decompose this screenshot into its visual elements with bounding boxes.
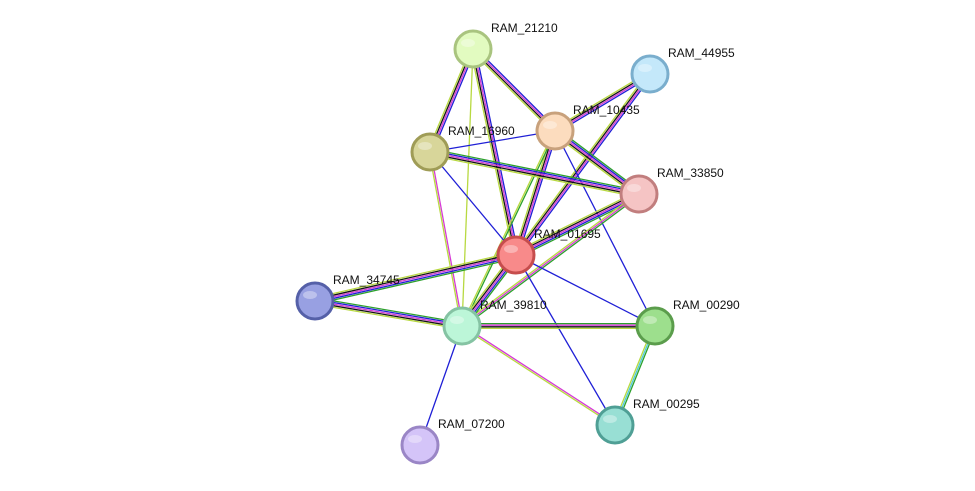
node-RAM_00290[interactable]: RAM_00290: [635, 298, 740, 346]
node-label-RAM_21210: RAM_21210: [491, 21, 558, 35]
node-label-RAM_34745: RAM_34745: [333, 273, 400, 287]
edge-RAM_01695-RAM_34745-textmining: [314, 251, 516, 299]
node-circle-RAM_21210[interactable]: [453, 29, 493, 69]
edge-RAM_10435-RAM_16960-fusion: [429, 130, 556, 153]
edge-RAM_34745-RAM_39810-textmining: [314, 303, 462, 330]
node-label-RAM_44955: RAM_44955: [668, 46, 735, 60]
edge-RAM_34745-RAM_39810-neighborhood: [315, 297, 463, 324]
node-RAM_00295[interactable]: RAM_00295: [595, 397, 700, 445]
node-RAM_10435[interactable]: RAM_10435: [535, 103, 640, 151]
node-label-RAM_01695: RAM_01695: [534, 227, 601, 241]
node-highlight-RAM_21210: [461, 39, 475, 47]
edge-RAM_16960-RAM_39810-textmining: [428, 152, 462, 327]
node-circle-RAM_34745[interactable]: [295, 281, 335, 321]
edge-RAM_34745-RAM_39810-coexpression: [314, 301, 462, 329]
edge-RAM_34745-RAM_39810-fusion: [315, 298, 463, 326]
edge-RAM_33850-RAM_01695-textmining: [514, 190, 638, 253]
edge-RAM_01695-RAM_34745-fusion: [315, 255, 517, 304]
edge-RAM_16960-RAM_39810-experiments: [430, 151, 464, 326]
edge-RAM_01695-RAM_34745-experiments: [314, 254, 517, 302]
node-RAM_34745[interactable]: RAM_34745: [295, 273, 400, 321]
node-circle-RAM_16960[interactable]: [410, 132, 450, 172]
node-highlight-RAM_00295: [603, 415, 617, 423]
node-highlight-RAM_01695: [504, 245, 518, 253]
node-circle-RAM_44955[interactable]: [630, 54, 670, 94]
node-highlight-RAM_33850: [627, 184, 641, 192]
edge-RAM_44955-RAM_01695-fusion: [517, 75, 653, 257]
node-highlight-RAM_16960: [418, 142, 432, 150]
edge-RAM_33850-RAM_39810-experiments: [461, 193, 640, 327]
edge-RAM_10435-RAM_01695-fusion: [517, 131, 558, 256]
edge-RAM_21210-RAM_39810-textmining: [461, 48, 474, 327]
node-circle-RAM_07200[interactable]: [400, 425, 440, 465]
edge-RAM_10435-RAM_39810-textmining: [460, 130, 555, 326]
node-label-RAM_07200: RAM_07200: [438, 417, 505, 431]
edge-RAM_44955-RAM_01695-coexpression: [514, 73, 650, 255]
node-label-RAM_39810: RAM_39810: [480, 298, 547, 312]
edge-RAM_16960-RAM_33850-neighborhood: [430, 148, 640, 192]
edge-RAM_01695-RAM_00290-fusion: [515, 254, 656, 327]
node-highlight-RAM_44955: [638, 64, 652, 72]
edge-RAM_33850-RAM_01695-experiments: [515, 193, 640, 256]
edge-RAM_39810-RAM_00295-textmining: [461, 326, 615, 427]
edge-RAM_33850-RAM_39810-neighborhood: [462, 194, 641, 328]
node-circle-RAM_00290[interactable]: [635, 306, 675, 346]
edge-RAM_10435-RAM_39810-neighborhood: [462, 131, 557, 327]
node-circle-RAM_01695[interactable]: [496, 235, 536, 275]
edge-RAM_10435-RAM_01695-coexpression: [514, 130, 555, 255]
edge-RAM_21210-RAM_01695-coexpression: [471, 49, 516, 256]
node-highlight-RAM_00290: [643, 316, 657, 324]
node-label-RAM_00290: RAM_00290: [673, 298, 740, 312]
edge-RAM_33850-RAM_01695-fusion: [516, 194, 640, 258]
node-RAM_39810[interactable]: RAM_39810: [442, 298, 547, 346]
node-highlight-RAM_34745: [303, 291, 317, 299]
node-label-RAM_10435: RAM_10435: [573, 103, 640, 117]
node-RAM_07200[interactable]: RAM_07200: [400, 417, 505, 465]
edge-RAM_34745-RAM_39810-experiments: [314, 300, 463, 327]
edge-RAM_21210-RAM_01695-textmining: [470, 49, 515, 256]
edge-RAM_16960-RAM_33850-textmining: [429, 154, 639, 198]
edge-RAM_01695-RAM_00295-fusion: [515, 254, 616, 426]
edge-RAM_33850-RAM_01695-coexpression: [515, 191, 639, 255]
network-nodes: RAM_21210RAM_44955RAM_10435RAM_16960RAM_…: [295, 21, 740, 465]
node-circle-RAM_10435[interactable]: [535, 111, 575, 151]
edge-RAM_16960-RAM_01695-fusion: [429, 151, 517, 256]
edge-RAM_44955-RAM_01695-experiments: [516, 74, 652, 256]
edge-RAM_01695-RAM_34745-coexpression: [314, 252, 516, 301]
edge-RAM_33850-RAM_39810-textmining: [460, 192, 639, 326]
node-label-RAM_33850: RAM_33850: [657, 166, 724, 180]
node-highlight-RAM_39810: [450, 316, 464, 324]
node-label-RAM_16960: RAM_16960: [448, 124, 515, 138]
node-RAM_01695[interactable]: RAM_01695: [496, 227, 601, 275]
edge-RAM_10435-RAM_01695-experiments: [516, 131, 557, 256]
node-highlight-RAM_07200: [408, 435, 422, 443]
node-circle-RAM_00295[interactable]: [595, 405, 635, 445]
node-circle-RAM_39810[interactable]: [442, 306, 482, 346]
edge-RAM_39810-RAM_00295-experiments: [462, 324, 616, 425]
node-label-RAM_00295: RAM_00295: [633, 397, 700, 411]
edge-RAM_39810-RAM_07200-fusion: [419, 325, 463, 446]
node-circle-RAM_33850[interactable]: [619, 174, 659, 214]
node-RAM_16960[interactable]: RAM_16960: [410, 124, 515, 172]
edge-RAM_16960-RAM_33850-fusion: [430, 149, 640, 194]
node-RAM_33850[interactable]: RAM_33850: [619, 166, 724, 214]
edge-RAM_16960-RAM_33850-experiments: [429, 151, 640, 195]
node-highlight-RAM_10435: [543, 121, 557, 129]
edge-RAM_44955-RAM_01695-textmining: [513, 72, 649, 254]
edge-RAM_21210-RAM_01695-experiments: [473, 48, 518, 255]
edge-RAM_10435-RAM_00290-fusion: [554, 130, 656, 327]
node-RAM_21210[interactable]: RAM_21210: [453, 21, 558, 69]
edge-RAM_01695-RAM_34745-neighborhood: [315, 257, 517, 305]
node-RAM_44955[interactable]: RAM_44955: [630, 46, 735, 94]
edge-RAM_16960-RAM_33850-coexpression: [429, 152, 639, 197]
